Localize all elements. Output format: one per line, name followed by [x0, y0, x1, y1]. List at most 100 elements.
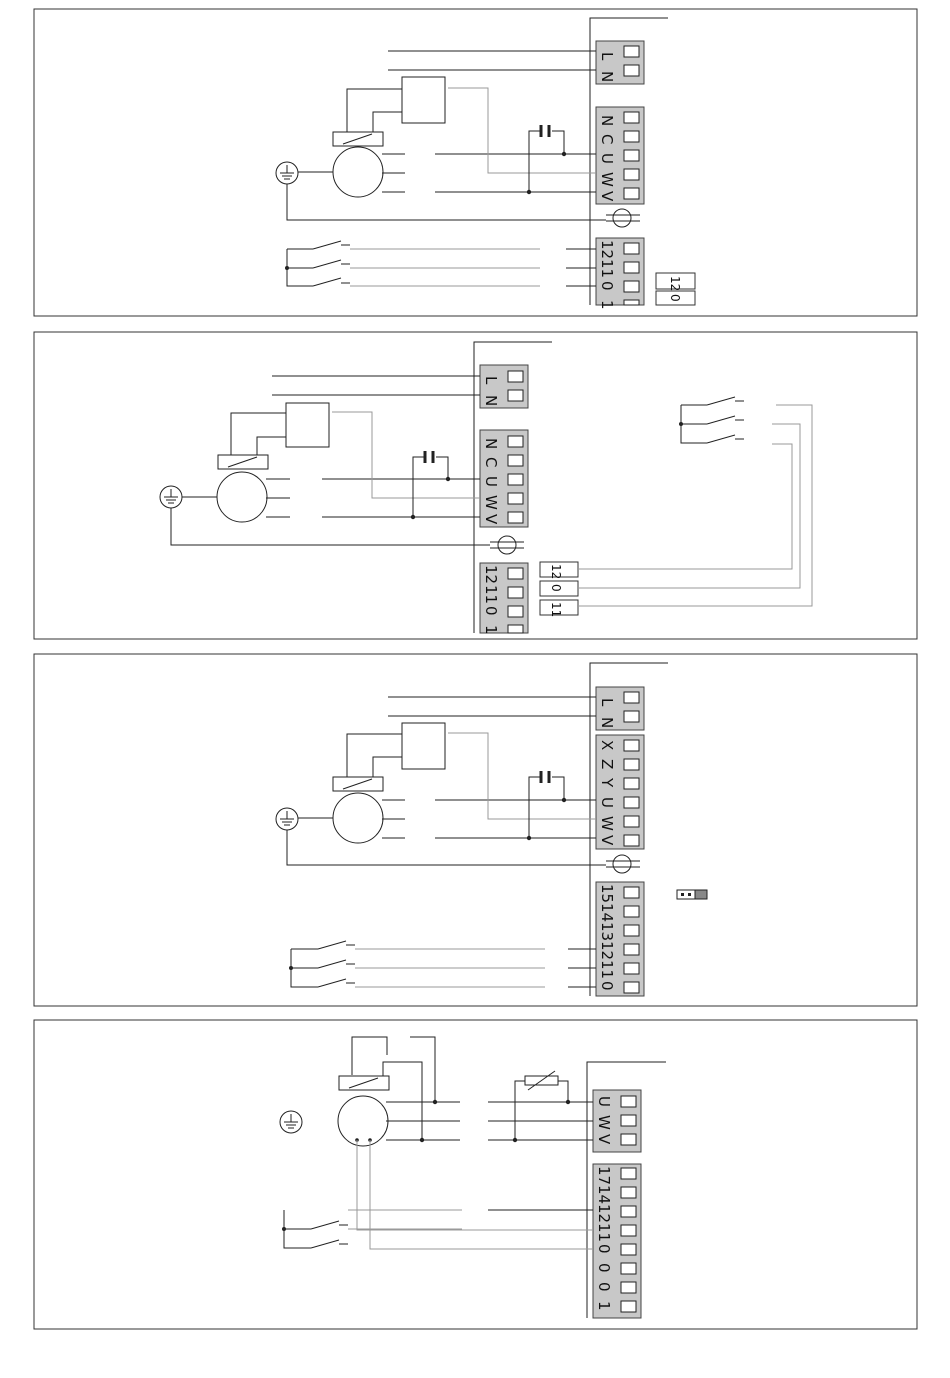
- limit-switch-group: [282, 1210, 593, 1248]
- terminal-label: W: [595, 1115, 613, 1130]
- motor-icon: [333, 147, 383, 197]
- thermal-resistor-icon: [515, 1071, 568, 1140]
- panel-frame: [34, 332, 917, 639]
- wire-tag-group: 12 0: [656, 273, 695, 305]
- terminal-label: 15: [598, 884, 616, 903]
- terminal-block-mains: L N: [596, 687, 644, 730]
- terminal-screw: [624, 46, 639, 57]
- terminal-block-control: 12 11 0 1: [480, 563, 528, 635]
- wiring-panel-2: L N N C U W V 12 11 0 1: [34, 332, 917, 639]
- limit-switch-group: [289, 941, 596, 987]
- terminal-label: N: [598, 71, 616, 82]
- terminal-label: C: [598, 134, 616, 144]
- motor-unit: [276, 723, 640, 873]
- terminal-label: U: [595, 1096, 613, 1107]
- wire-tag: 11: [549, 602, 563, 617]
- terminal-label: 12: [482, 565, 500, 584]
- terminal-label: W: [598, 172, 616, 187]
- panel-frame: [34, 9, 917, 316]
- motor-icon: [338, 1096, 388, 1146]
- relay-box: [402, 723, 445, 769]
- terminal-label: 12: [598, 941, 616, 960]
- dip-switch-icon: [677, 890, 707, 899]
- panel-frame: [34, 1020, 917, 1329]
- terminal-label: N: [482, 395, 500, 406]
- ground-icon: [276, 162, 298, 184]
- terminal-block-mains: L N: [480, 365, 528, 408]
- terminal-label: 0: [595, 1282, 613, 1292]
- wire-tag: 0: [668, 294, 682, 302]
- motor-icon: [333, 793, 383, 843]
- terminal-label: 0: [598, 281, 616, 291]
- terminal-label: Z: [598, 759, 616, 769]
- limit-switch-group: [285, 241, 596, 286]
- terminal-label: 0: [598, 981, 616, 991]
- terminal-block-motor: N C U W V: [480, 430, 528, 527]
- ground-icon: [280, 1111, 302, 1133]
- terminal-label: V: [482, 514, 500, 525]
- wiring-panel-4: U W V 17 14 12 11 0 0 0 1: [34, 1020, 917, 1329]
- terminal-label: U: [598, 153, 616, 164]
- capacitor-icon: [529, 125, 564, 192]
- motor-unit: [280, 1037, 435, 1146]
- wire-tag: 12: [549, 564, 563, 579]
- terminal-block-control: 12 11 0 1: [596, 238, 644, 310]
- terminal-label: 12: [595, 1204, 613, 1223]
- terminal-block-motor: N C U W V: [596, 107, 644, 204]
- terminal-block-motor: U W V: [593, 1090, 641, 1152]
- terminal-label: C: [482, 457, 500, 467]
- terminal-label: 11: [598, 259, 616, 278]
- wire-tag: 0: [549, 584, 563, 592]
- terminal-label: 11: [595, 1223, 613, 1242]
- ground-icon: [160, 486, 182, 508]
- terminal-label: L: [598, 52, 616, 61]
- terminal-label: 11: [482, 585, 500, 604]
- terminal-label: L: [482, 376, 500, 385]
- relay-box: [286, 403, 329, 447]
- terminal-label: 0: [595, 1244, 613, 1254]
- terminal-label: V: [595, 1134, 613, 1145]
- terminal-label: W: [482, 495, 500, 510]
- capacitor-icon: [413, 451, 448, 517]
- remote-switch-group: [679, 397, 744, 443]
- panel-frame: [34, 654, 917, 1006]
- terminal-block-control: 15 14 13 12 11 0: [596, 882, 644, 996]
- terminal-label: V: [598, 835, 616, 846]
- motor-icon: [217, 472, 267, 522]
- terminal-screw: [624, 65, 639, 76]
- ferrite-ring-icon: [490, 536, 524, 554]
- terminal-label: X: [598, 740, 616, 750]
- terminal-label: 13: [598, 922, 616, 941]
- terminal-block-control: 17 14 12 11 0 0 0 1: [593, 1164, 641, 1318]
- wiring-panel-1: L N N C U W V 12 11 0 1: [34, 9, 917, 316]
- ground-icon: [276, 808, 298, 830]
- terminal-label: N: [598, 717, 616, 728]
- terminal-block-mains: L N: [596, 41, 644, 84]
- ferrite-ring-icon: [606, 855, 640, 873]
- terminal-label: U: [598, 797, 616, 808]
- terminal-label: W: [598, 816, 616, 831]
- motor-unit: [276, 77, 640, 227]
- terminal-label: 0: [595, 1263, 613, 1273]
- terminal-label: Y: [598, 777, 616, 788]
- relay-box: [402, 77, 445, 123]
- wire-tag-group: 12 0 11: [540, 562, 578, 617]
- ferrite-ring-icon: [606, 209, 640, 227]
- wire-tag: 12: [668, 276, 682, 291]
- terminal-block-motor: X Z Y U W V: [596, 735, 644, 849]
- terminal-label: L: [598, 698, 616, 707]
- terminal-label: V: [598, 191, 616, 202]
- terminal-label: N: [598, 115, 616, 126]
- terminal-label: 1: [598, 300, 616, 310]
- terminal-label: U: [482, 476, 500, 487]
- terminal-label: 0: [482, 606, 500, 616]
- terminal-label: 11: [598, 960, 616, 979]
- terminal-label: 1: [482, 625, 500, 635]
- terminal-label: 12: [598, 240, 616, 259]
- terminal-label: 17: [595, 1166, 613, 1185]
- terminal-label: 14: [598, 903, 616, 922]
- terminal-label: 14: [595, 1185, 613, 1204]
- terminal-label: N: [482, 438, 500, 449]
- terminal-label: 1: [595, 1301, 613, 1311]
